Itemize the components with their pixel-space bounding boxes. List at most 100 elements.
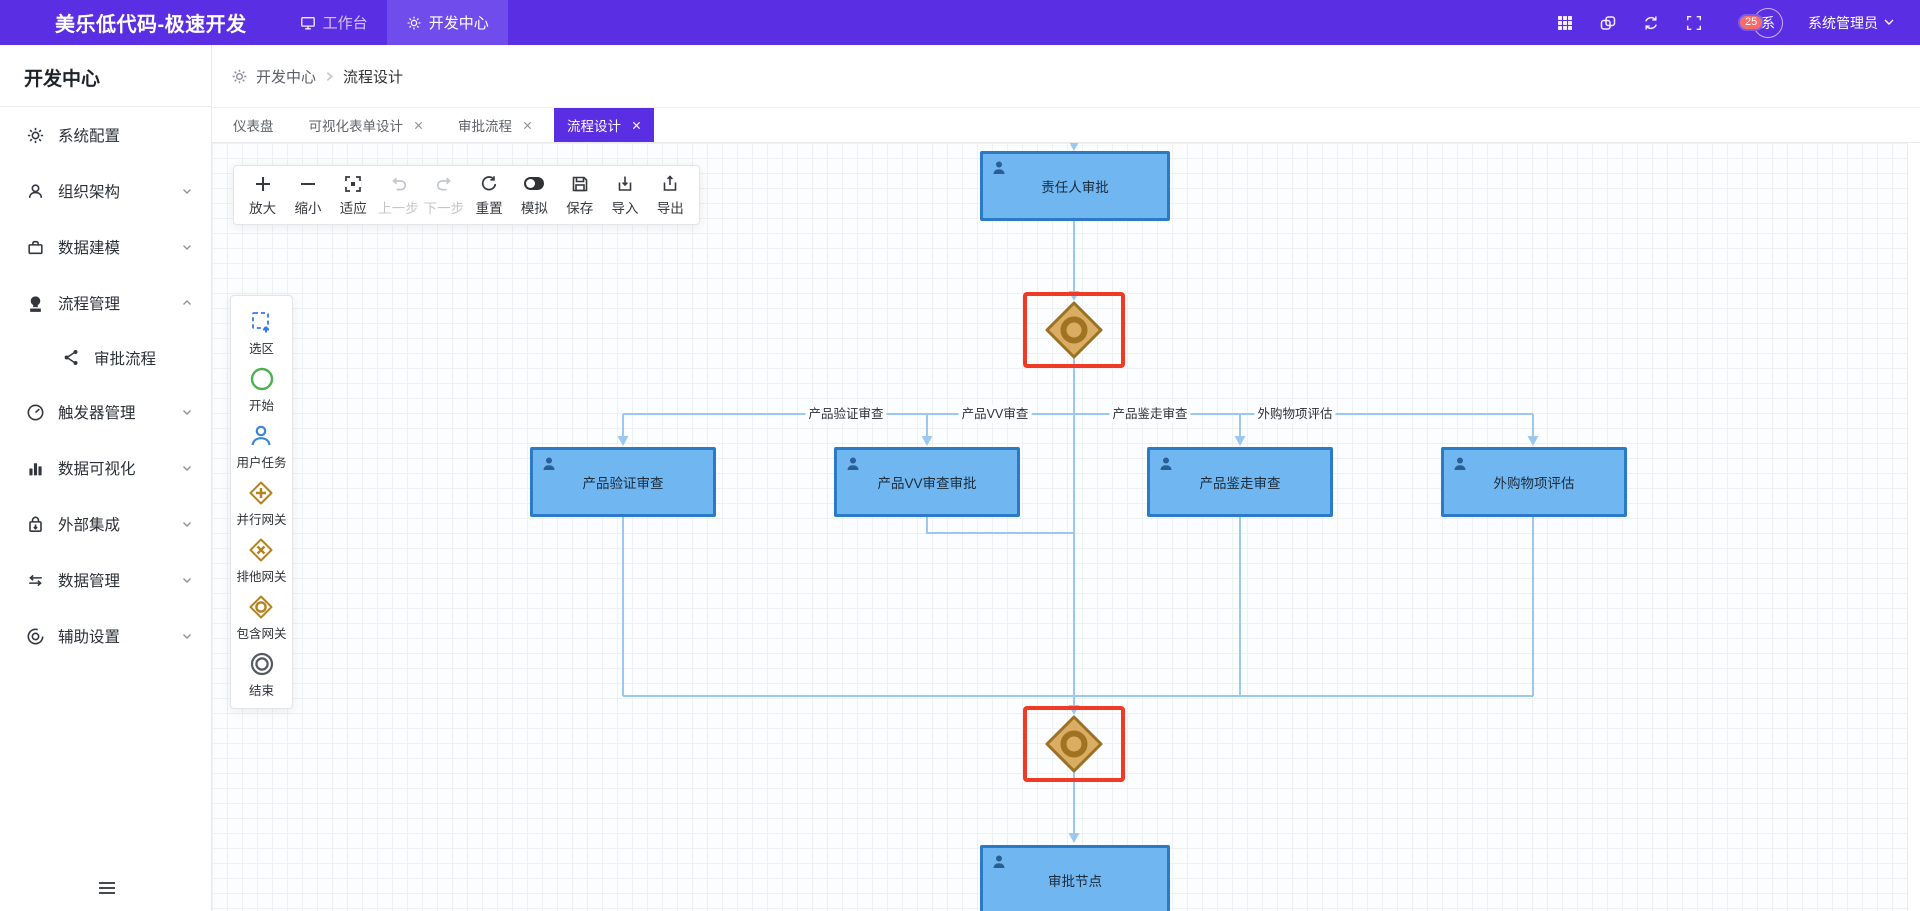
save-icon (570, 174, 590, 194)
sidebar: 开发中心 系统配置 组织架构 数据建模 流程管理 审批流程 触发器管理 (0, 45, 212, 911)
reset-button[interactable]: 重置 (467, 174, 511, 217)
gateway-join[interactable] (1023, 706, 1125, 782)
share-icon (62, 348, 81, 367)
sidebar-item-data-modeling[interactable]: 数据建模 (0, 219, 211, 275)
tab-label: 仪表盘 (233, 119, 274, 134)
palette-label: 选区 (248, 342, 274, 356)
sidebar-item-label: 辅助设置 (58, 629, 121, 646)
nav-item-label: 开发中心 (428, 15, 489, 32)
flow-node-branch-3[interactable]: 产品鉴走审查 (1147, 447, 1333, 517)
chevron-right-icon (324, 71, 335, 82)
chevron-down-icon (181, 518, 193, 530)
palette-user-task[interactable]: 用户任务 (236, 423, 287, 471)
sidebar-item-data-mgmt[interactable]: 数据管理 (0, 552, 211, 608)
toolbar-label: 重置 (475, 200, 503, 216)
user-icon (1452, 456, 1468, 472)
sidebar-item-external-integration[interactable]: 外部集成 (0, 496, 211, 552)
save-button[interactable]: 保存 (558, 174, 602, 217)
fit-button[interactable]: 适应 (331, 174, 375, 217)
sidebar-item-system-config[interactable]: 系统配置 (0, 107, 211, 163)
breadcrumb-item[interactable]: 开发中心 (256, 68, 317, 86)
export-icon (660, 174, 680, 194)
canvas-toolbar: 放大 缩小 适应 上一步 下一步 重置 (233, 165, 700, 225)
username-label: 系统管理员 (1808, 14, 1878, 31)
toolbar-label: 保存 (566, 200, 594, 216)
gateway-split[interactable] (1023, 292, 1125, 368)
palette-end[interactable]: 结束 (249, 651, 275, 699)
zoom-out-button[interactable]: 缩小 (286, 174, 330, 217)
sidebar-title: 开发中心 (0, 45, 211, 107)
close-icon[interactable] (523, 121, 532, 130)
start-circle-icon (249, 366, 275, 392)
right-panel-strip (1907, 143, 1920, 911)
tab-bar: 仪表盘 可视化表单设计 审批流程 流程设计 (212, 108, 1920, 143)
node-label: 责任人审批 (1041, 180, 1109, 195)
nav-item-devcenter[interactable]: 开发中心 (386, 0, 508, 45)
sidebar-item-aux-settings[interactable]: 辅助设置 (0, 608, 211, 664)
palette-label: 用户任务 (236, 456, 287, 470)
tab-approval-flow[interactable]: 审批流程 (445, 108, 545, 142)
zoom-in-button[interactable]: 放大 (241, 174, 285, 217)
target-icon (26, 627, 45, 646)
palette-start[interactable]: 开始 (249, 366, 275, 414)
close-icon[interactable] (414, 121, 423, 130)
sidebar-collapse-icon[interactable] (96, 879, 118, 897)
edge-label[interactable]: 外购物项评估 (1254, 405, 1336, 423)
nav-item-workbench[interactable]: 工作台 (281, 0, 387, 45)
sidebar-item-label: 审批流程 (94, 350, 157, 368)
fullscreen-icon[interactable] (1685, 14, 1703, 32)
undo-button[interactable]: 上一步 (377, 174, 421, 217)
redo-button[interactable]: 下一步 (422, 174, 466, 217)
parallel-gateway-icon (248, 480, 274, 506)
simulate-toggle[interactable]: 模拟 (512, 174, 556, 217)
palette-label: 排他网关 (236, 570, 287, 584)
monitor-icon (300, 15, 316, 31)
refresh-icon[interactable] (1642, 14, 1660, 32)
sidebar-item-label: 数据可视化 (58, 461, 136, 478)
flow-node-responsible-approval[interactable]: 责任人审批 (980, 151, 1170, 221)
palette-exclusive-gateway[interactable]: 排他网关 (236, 537, 287, 585)
close-icon[interactable] (632, 121, 641, 130)
palette-parallel-gateway[interactable]: 并行网关 (236, 480, 287, 528)
sidebar-item-label: 组织架构 (58, 184, 121, 201)
exclusive-gateway-icon (248, 537, 274, 563)
top-navbar: 美乐低代码-极速开发 工作台 开发中心 (0, 0, 1920, 45)
chevron-down-icon (1884, 19, 1894, 25)
edge-label[interactable]: 产品VV审查 (958, 405, 1032, 423)
tab-process-design[interactable]: 流程设计 (554, 108, 654, 142)
edge-label[interactable]: 产品鉴走审查 (1109, 405, 1191, 423)
user-icon (541, 456, 557, 472)
sidebar-item-data-viz[interactable]: 数据可视化 (0, 440, 211, 496)
edge-label[interactable]: 产品验证审查 (805, 405, 887, 423)
import-icon (615, 174, 635, 194)
user-menu[interactable]: 系统管理员 (1808, 13, 1894, 33)
flow-node-branch-1[interactable]: 产品验证审查 (530, 447, 716, 517)
apps-grid-icon[interactable] (1556, 14, 1574, 32)
tab-dashboard[interactable]: 仪表盘 (220, 108, 287, 142)
palette-inclusive-gateway[interactable]: 包含网关 (236, 594, 287, 642)
chevron-down-icon (181, 406, 193, 418)
flow-canvas[interactable]: 产品验证审查 产品VV审查 产品鉴走审查 外购物项评估 责任人审批 产品验证审查… (212, 143, 1920, 911)
sidebar-item-label: 流程管理 (58, 296, 121, 313)
flow-node-approval-node[interactable]: 审批节点 (980, 845, 1170, 911)
palette-marquee[interactable]: 选区 (249, 309, 275, 357)
toolbar-label: 下一步 (423, 200, 465, 216)
flow-node-branch-4[interactable]: 外购物项评估 (1441, 447, 1627, 517)
gear-icon (26, 126, 45, 145)
sidebar-item-trigger-mgmt[interactable]: 触发器管理 (0, 384, 211, 440)
import-button[interactable]: 导入 (603, 174, 647, 217)
sidebar-item-label: 数据建模 (58, 240, 121, 257)
export-button[interactable]: 导出 (648, 174, 692, 217)
nav-item-label: 工作台 (322, 15, 368, 32)
sidebar-item-approval-flow[interactable]: 审批流程 (0, 331, 211, 384)
flow-node-branch-2[interactable]: 产品VV审查审批 (834, 447, 1020, 517)
chevron-up-icon (181, 297, 193, 309)
zoom-out-icon (298, 174, 318, 194)
link-icon[interactable] (1599, 14, 1617, 32)
sidebar-item-process-mgmt[interactable]: 流程管理 (0, 275, 211, 331)
tab-form-design[interactable]: 可视化表单设计 (296, 108, 437, 142)
sidebar-item-label: 数据管理 (58, 573, 121, 590)
swap-icon (26, 571, 45, 590)
app-logo: 美乐低代码-极速开发 (55, 14, 247, 36)
sidebar-item-org[interactable]: 组织架构 (0, 163, 211, 219)
